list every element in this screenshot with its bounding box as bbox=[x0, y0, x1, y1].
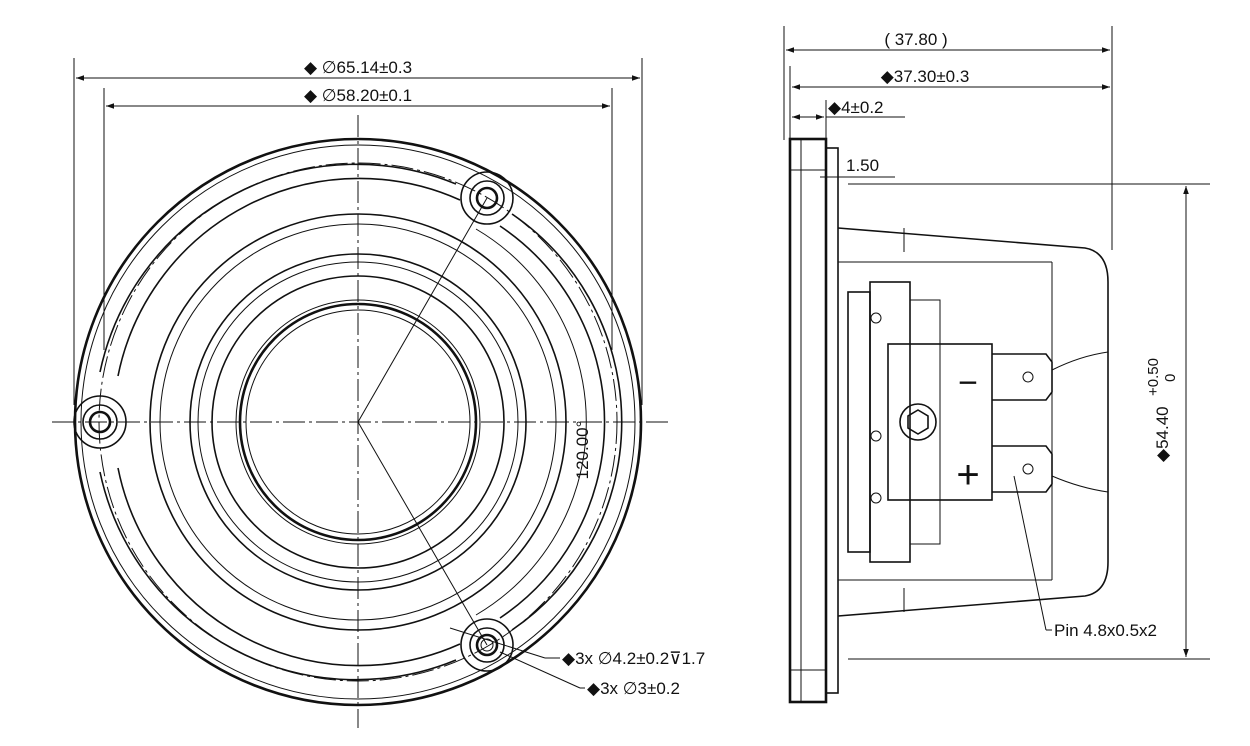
pin-hole-callout: ◆3x ∅3±0.2 bbox=[587, 679, 680, 698]
spade-pin-positive bbox=[992, 445, 1053, 493]
cone-outer bbox=[189, 253, 527, 591]
vent-hole-2 bbox=[870, 430, 882, 442]
angle-line-lower bbox=[357, 421, 488, 646]
flange-rib-right-inner bbox=[499, 225, 606, 619]
dust-cap-ring bbox=[235, 299, 481, 545]
flange-rib-upper-left-inner bbox=[117, 177, 461, 377]
height-label: ◆54.40 bbox=[1153, 406, 1172, 462]
magnet-plate-rear bbox=[909, 299, 941, 545]
outer-flange-inner-edge bbox=[80, 144, 636, 700]
flange-lip bbox=[825, 147, 839, 694]
mount-hole-left bbox=[73, 395, 127, 449]
terminal-plus-label: + bbox=[956, 453, 979, 497]
cone-ring bbox=[211, 275, 505, 569]
overall-depth-ref-label: ( 37.80 ) bbox=[884, 30, 947, 49]
inner-diameter-label: ◆ ∅58.20±0.1 bbox=[304, 86, 412, 105]
hex-screw bbox=[899, 403, 937, 441]
leader-pin-hole bbox=[499, 651, 581, 689]
flange-rib-right bbox=[511, 213, 623, 631]
vent-hole-1 bbox=[870, 312, 882, 324]
step-label: 1.50 bbox=[846, 156, 879, 175]
front-view: ◆ ∅65.14±0.3 ◆ ∅58.20±0.1 120.00° ◆3x ∅4… bbox=[52, 58, 705, 728]
magnet bbox=[869, 281, 911, 563]
hex-socket-icon bbox=[907, 409, 929, 435]
angle-line-upper bbox=[357, 197, 488, 423]
basket-outline bbox=[837, 227, 1109, 617]
spade-pin-positive-hole bbox=[1022, 463, 1034, 475]
leader-mount-hole bbox=[449, 627, 546, 659]
mount-hole-callout: ◆3x ∅4.2±0.2⊽1.7 bbox=[562, 649, 705, 668]
dust-cap-inner bbox=[245, 309, 471, 535]
vent-hole-3 bbox=[870, 492, 882, 504]
flange-rib-lower-left-inner bbox=[117, 467, 461, 667]
side-view: − + ( 37.80 ) ◆37.30±0.3 ◆4±0.2 1.50 ◆54… bbox=[783, 26, 1210, 704]
terminal-minus-label: − bbox=[958, 364, 978, 402]
surround-outer bbox=[149, 213, 567, 631]
spade-pin-negative-hole bbox=[1022, 371, 1034, 383]
lead-wires bbox=[1051, 351, 1109, 493]
flange-rib-upper-left bbox=[99, 163, 457, 373]
pin-leader bbox=[1013, 475, 1047, 631]
dust-cap-edge bbox=[238, 302, 478, 542]
mount-hole-top bbox=[460, 171, 514, 225]
bolt-circle bbox=[98, 162, 618, 682]
cone-inner bbox=[197, 261, 519, 583]
height-tol-upper: +0.50 bbox=[1145, 358, 1162, 396]
magnet-plate-front bbox=[847, 291, 871, 553]
flange-thickness-label: ◆4±0.2 bbox=[828, 98, 884, 117]
pin-callout: Pin 4.8x0.5x2 bbox=[1054, 621, 1157, 640]
height-label-group: ◆54.40 +0.50 0 bbox=[1145, 358, 1179, 462]
height-tol-lower: 0 bbox=[1162, 374, 1179, 382]
depth-label: ◆37.30±0.3 bbox=[881, 67, 970, 86]
flange-rib-lower-left bbox=[99, 471, 457, 681]
flange-plate bbox=[788, 137, 828, 704]
outer-diameter-label: ◆ ∅65.14±0.3 bbox=[304, 58, 412, 77]
surround-inner bbox=[159, 223, 557, 621]
angle-label: 120.00° bbox=[573, 421, 592, 480]
outer-flange-edge bbox=[73, 137, 643, 707]
spade-pin-negative bbox=[992, 353, 1053, 401]
angle-dimension-arc bbox=[475, 228, 587, 616]
